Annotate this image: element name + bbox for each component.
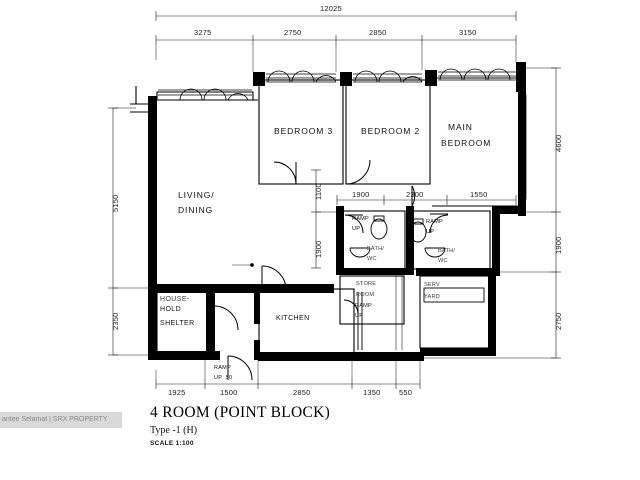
room-label-bedroom-2: BEDROOM 2 xyxy=(361,126,421,136)
room-label-main-bedroom-line1: MAIN xyxy=(448,122,473,132)
room-label-store-room-line1: STORE xyxy=(356,281,377,287)
room-label-kitchen: KITCHEN xyxy=(276,315,310,322)
plan-subtitle: Type -1 (H) xyxy=(150,425,198,436)
annotation-ramp-up-entry-line2: UP 50 xyxy=(214,375,233,381)
room-label-bath-wc-1-line2: WC xyxy=(367,256,377,262)
room-label-household-shelter-line3: SHELTER xyxy=(160,320,195,327)
dim-top-seg-2: 2750 xyxy=(284,28,302,37)
dim-bottom-seg-5: 550 xyxy=(399,388,413,397)
room-label-living-dining-line2: DINING xyxy=(178,205,214,215)
room-label-bath-wc-2-line2: WC xyxy=(438,258,448,264)
dim-mid-seg-1: 1900 xyxy=(352,190,370,199)
dim-interior-1: 1100 xyxy=(314,183,323,200)
dim-bottom-seg-2: 1500 xyxy=(220,388,238,397)
dimension-lines xyxy=(108,11,561,389)
room-label-living-dining-line1: LIVING/ xyxy=(178,190,215,200)
title-block: 4 ROOM (POINT BLOCK) Type -1 (H) SCALE 1… xyxy=(150,404,330,447)
wall-outlines xyxy=(130,77,521,354)
dim-left-2: 2350 xyxy=(111,312,120,331)
annotation-ramp-up-bath-2-line1: RAMP xyxy=(426,219,443,225)
detail-lines xyxy=(232,263,403,350)
dim-left-1: 5150 xyxy=(111,194,120,213)
dim-mid-seg-2: 2300 xyxy=(406,190,424,199)
room-label-service-yard-line1: SERV xyxy=(424,282,440,288)
room-label-main-bedroom-line2: BEDROOM xyxy=(441,138,492,148)
annotation-ramp-up-store-line1: RAMP xyxy=(355,303,372,309)
annotation-ramp-up-store-line2: UP xyxy=(355,313,364,319)
dim-top-seg-4: 3150 xyxy=(459,28,477,37)
dim-top-seg-1: 3275 xyxy=(194,28,212,37)
window-swing-arcs xyxy=(179,68,511,101)
dim-right-2: 1900 xyxy=(554,236,563,255)
doors xyxy=(213,159,449,381)
dim-mid-seg-3: 1550 xyxy=(470,190,488,199)
sanitary-fixtures xyxy=(349,215,485,350)
room-label-bath-wc-1-line1: BATH/ xyxy=(367,246,385,252)
dim-top-overall: 12025 xyxy=(320,4,342,13)
annotation-ramp-up-bath-1-line1: RAMP xyxy=(352,216,369,222)
windows xyxy=(158,71,527,200)
room-label-household-shelter-line2: HOLD xyxy=(160,306,182,313)
room-label-bedroom-3: BEDROOM 3 xyxy=(274,126,334,136)
dim-right-1: 4600 xyxy=(554,134,563,153)
annotation-ramp-up-bath-1-line2: UP xyxy=(352,226,361,232)
dim-interior-2: 1900 xyxy=(314,240,323,259)
room-label-household-shelter-line1: HOUSE- xyxy=(160,296,190,303)
room-label-store-room-line2: ROOM xyxy=(356,292,375,298)
room-label-bath-wc-2-line1: BATH/ xyxy=(438,248,456,254)
dim-bottom-seg-3: 2850 xyxy=(293,388,311,397)
dim-bottom-seg-4: 1350 xyxy=(363,388,381,397)
watermark-text: antee Selamat | SRX PROPERTY xyxy=(2,416,108,423)
dim-right-3: 2750 xyxy=(554,312,563,331)
room-label-service-yard-line2: YARD xyxy=(424,294,440,300)
dim-bottom-seg-1: 1925 xyxy=(168,388,186,397)
watermark-banner: antee Selamat | SRX PROPERTY xyxy=(0,412,122,428)
plan-scale: SCALE 1:100 xyxy=(150,440,194,447)
annotation-ramp-up-entry-line1: RAMP xyxy=(214,365,231,371)
plan-title: 4 ROOM (POINT BLOCK) xyxy=(150,404,331,421)
dim-top-seg-3: 2850 xyxy=(369,28,387,37)
annotation-ramp-up-bath-2-line2: UP xyxy=(426,229,435,235)
